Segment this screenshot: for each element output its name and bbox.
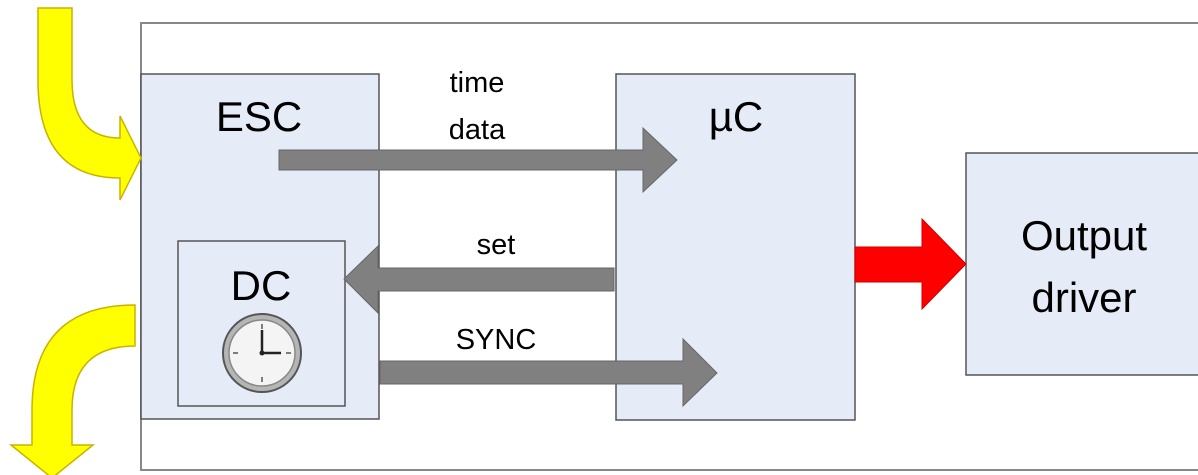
uc-label: µC xyxy=(709,93,764,140)
time-label: time xyxy=(450,67,505,99)
output-driver-label-line2: driver xyxy=(1031,274,1136,321)
output-driver-block xyxy=(965,152,1198,376)
incoming-yellow-arrow xyxy=(37,7,142,201)
set-label: set xyxy=(477,229,516,261)
dc-label: DC xyxy=(231,262,292,309)
clock-icon xyxy=(222,313,302,393)
set-arrow xyxy=(343,244,615,315)
sync-arrow xyxy=(379,337,718,408)
time-data-arrow xyxy=(278,126,678,194)
output-arrow xyxy=(854,217,967,311)
sync-label: SYNC xyxy=(456,324,537,356)
data-label: data xyxy=(449,114,506,146)
outgoing-yellow-arrow xyxy=(8,304,136,475)
output-driver-label-line1: Output xyxy=(1021,212,1147,259)
esc-label: ESC xyxy=(216,93,302,140)
